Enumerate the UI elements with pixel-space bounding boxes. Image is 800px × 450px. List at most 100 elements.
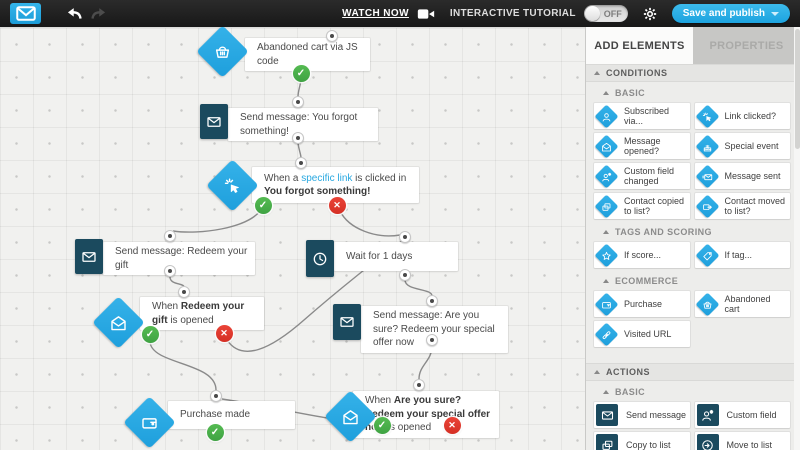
collapse-arrow-icon bbox=[603, 278, 609, 283]
logo-envelope-icon[interactable] bbox=[10, 3, 41, 24]
save-and-publish-button[interactable]: Save and publish bbox=[671, 4, 790, 23]
node-card-abandoned-cart-trigger[interactable]: Abandoned cart via JS code bbox=[245, 38, 370, 71]
tab-properties[interactable]: PROPERTIES bbox=[693, 27, 800, 64]
element-tile-abandoned-cart[interactable]: Abandoned cart bbox=[694, 291, 790, 317]
chain-icon bbox=[594, 321, 619, 347]
envelope-icon[interactable] bbox=[200, 104, 228, 139]
scrollbar-thumb[interactable] bbox=[795, 29, 800, 149]
element-tile-if-score[interactable]: If score... bbox=[594, 242, 690, 268]
node-label: Send message: Redeem your gift bbox=[115, 246, 248, 271]
element-tile-visited-url[interactable]: Visited URL bbox=[594, 321, 690, 347]
no-output-x-icon[interactable]: ✕ bbox=[443, 416, 461, 434]
connection-port[interactable] bbox=[399, 231, 411, 243]
toggle-knob[interactable] bbox=[584, 6, 600, 21]
tile-label: Abandoned cart bbox=[724, 293, 771, 314]
redo-button[interactable] bbox=[87, 4, 109, 24]
section-header-conditions[interactable]: CONDITIONS bbox=[586, 64, 800, 82]
element-tile-send-message[interactable]: Send message bbox=[594, 402, 690, 428]
workflow-canvas[interactable]: Abandoned cart via JS code✓Send message:… bbox=[0, 24, 585, 450]
node-card-purchase-made[interactable]: Purchase made bbox=[168, 401, 295, 429]
person-gear-icon bbox=[594, 163, 619, 189]
connection-port[interactable] bbox=[292, 96, 304, 108]
element-tile-contact-moved-to-list[interactable]: Contact moved to list? bbox=[694, 193, 790, 219]
no-output-x-icon[interactable]: ✕ bbox=[215, 324, 233, 342]
element-tile-contact-copied-to-list[interactable]: Contact copied to list? bbox=[594, 193, 690, 219]
wire-linkclick-yes-to-redeem bbox=[172, 210, 261, 233]
tab-add-elements[interactable]: ADD ELEMENTS bbox=[586, 27, 693, 64]
chevron-down-icon bbox=[771, 11, 779, 16]
yes-output-check-icon[interactable]: ✓ bbox=[141, 325, 159, 343]
tutorial-toggle[interactable]: OFF bbox=[583, 5, 628, 22]
connection-port[interactable] bbox=[426, 334, 438, 346]
element-tile-copy-to-list[interactable]: Copy to list bbox=[594, 432, 690, 450]
connection-port[interactable] bbox=[164, 230, 176, 242]
copy-card-icon bbox=[596, 434, 618, 450]
tile-label: Contact moved to list? bbox=[724, 195, 786, 216]
wire-wait-to-areyousure bbox=[404, 279, 433, 297]
connection-port[interactable] bbox=[292, 132, 304, 144]
watch-now-link[interactable]: WATCH NOW bbox=[342, 8, 409, 19]
yes-output-check-icon[interactable]: ✓ bbox=[254, 196, 272, 214]
link-click-icon[interactable] bbox=[205, 158, 259, 212]
node-card-send-message-redeem-gift[interactable]: Send message: Redeem your gift bbox=[103, 242, 255, 275]
node-card-wait-1-days[interactable]: Wait for 1 days bbox=[334, 242, 458, 271]
video-camera-icon[interactable] bbox=[416, 7, 436, 21]
element-tile-custom-field[interactable]: Custom field bbox=[694, 402, 790, 428]
gear-icon[interactable] bbox=[642, 6, 658, 22]
elements-sidebar: ADD ELEMENTS PROPERTIES CONDITIONS BASIC S… bbox=[585, 27, 800, 450]
node-card-send-message-are-you-sure[interactable]: Send message: Are you sure? Redeem your … bbox=[361, 306, 508, 353]
element-tile-subscribed-via[interactable]: Subscribed via... bbox=[594, 103, 690, 129]
person-gear-icon bbox=[696, 404, 719, 426]
wallet-icon bbox=[594, 291, 619, 317]
envelope-open-icon[interactable] bbox=[323, 389, 377, 443]
group-header-tags-and-scoring[interactable]: TAGS AND SCORING bbox=[586, 225, 800, 238]
element-tile-special-event[interactable]: Special event bbox=[694, 133, 790, 159]
envelope-open-icon[interactable] bbox=[91, 295, 145, 349]
group-header-ecommerce[interactable]: ECOMMERCE bbox=[586, 274, 800, 287]
node-label: When a specific link is clicked in You f… bbox=[264, 172, 407, 198]
element-tile-custom-field-changed[interactable]: Custom field changed bbox=[594, 163, 690, 189]
tile-label: Custom field bbox=[726, 409, 777, 420]
envelope-icon[interactable] bbox=[75, 239, 103, 274]
element-tile-message-sent[interactable]: Message sent bbox=[694, 163, 790, 189]
group-header-basic[interactable]: BASIC bbox=[586, 86, 800, 99]
tile-label: Link clicked? bbox=[724, 110, 777, 121]
connection-port[interactable] bbox=[295, 157, 307, 169]
element-tile-move-to-list[interactable]: Move to list bbox=[694, 432, 790, 450]
connection-port[interactable] bbox=[210, 390, 222, 402]
yes-output-check-icon[interactable]: ✓ bbox=[206, 423, 224, 441]
tile-label: Copy to list bbox=[626, 439, 671, 450]
connection-port[interactable] bbox=[164, 265, 176, 277]
element-tile-purchase[interactable]: Purchase bbox=[594, 291, 690, 317]
group-header-basic[interactable]: BASIC bbox=[586, 385, 800, 398]
envelope-icon[interactable] bbox=[333, 304, 361, 340]
element-tile-if-tag[interactable]: If tag... bbox=[694, 242, 790, 268]
wire-send1-to-linkclick bbox=[297, 142, 302, 159]
node-card-when-redeem-gift-opened[interactable]: When Redeem your gift is opened bbox=[140, 297, 264, 330]
yes-output-check-icon[interactable]: ✓ bbox=[292, 64, 310, 82]
element-tile-link-clicked[interactable]: Link clicked? bbox=[694, 103, 790, 129]
wire-opened1-yes-to-purchase bbox=[149, 341, 217, 391]
envelope-icon bbox=[596, 404, 618, 426]
undo-button[interactable] bbox=[63, 4, 85, 24]
interactive-tutorial-label: INTERACTIVE TUTORIAL bbox=[449, 8, 576, 19]
connection-port[interactable] bbox=[426, 295, 438, 307]
wallet-icon[interactable] bbox=[122, 395, 176, 449]
sidebar-scrollbar[interactable] bbox=[794, 27, 800, 450]
connection-port[interactable] bbox=[413, 379, 425, 391]
yes-output-check-icon[interactable]: ✓ bbox=[373, 416, 391, 434]
no-output-x-icon[interactable]: ✕ bbox=[328, 196, 346, 214]
arrow-circle-icon bbox=[696, 434, 719, 450]
element-tile-message-opened[interactable]: Message opened? bbox=[594, 133, 690, 159]
link-click-icon bbox=[694, 103, 720, 129]
connection-port[interactable] bbox=[178, 286, 190, 298]
section-header-actions[interactable]: ACTIONS bbox=[586, 363, 800, 381]
connection-port[interactable] bbox=[326, 30, 338, 42]
basket-icon[interactable] bbox=[195, 24, 249, 78]
connection-port[interactable] bbox=[399, 269, 411, 281]
node-label: Send message: You forgot something! bbox=[240, 112, 358, 137]
envelope-open-icon bbox=[594, 133, 619, 159]
clock-icon[interactable] bbox=[306, 240, 334, 277]
copy-card-icon bbox=[594, 193, 619, 219]
star-icon bbox=[594, 242, 619, 268]
